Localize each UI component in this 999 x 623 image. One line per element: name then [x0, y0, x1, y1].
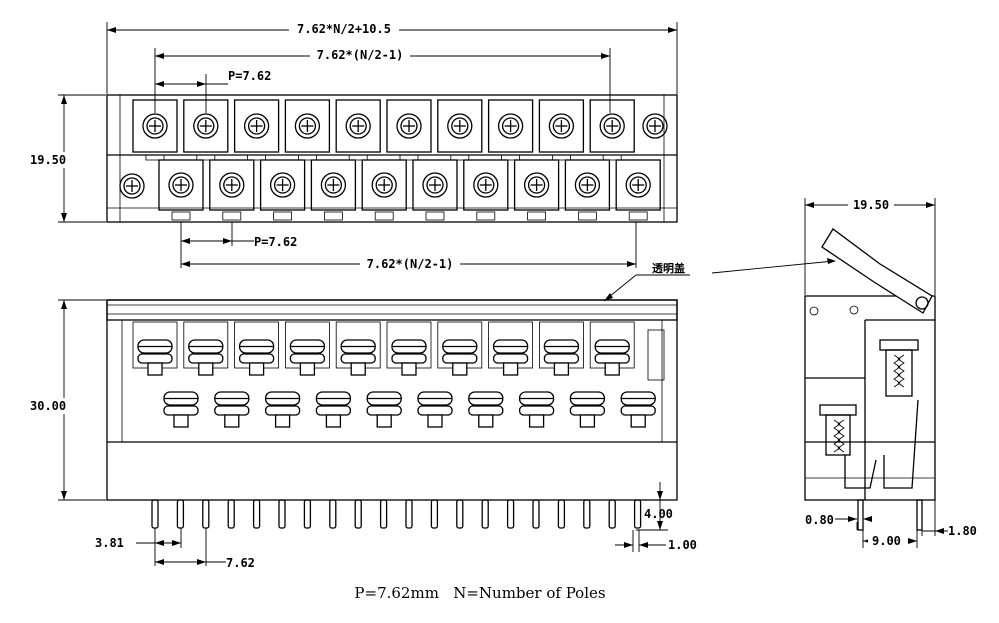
dim-pin-length: 4.00 — [644, 507, 673, 521]
terminal-bottom-4 — [310, 159, 357, 221]
front-screw-top-7 — [437, 321, 483, 376]
front-screw-bottom-1 — [163, 391, 199, 428]
dim-pin-width: 1.00 — [668, 538, 697, 552]
front-screw-top-8 — [488, 321, 534, 376]
pin-17 — [557, 499, 566, 529]
front-screw-top-3 — [234, 321, 280, 376]
pin-13 — [456, 499, 464, 529]
dim-side-width: 19.50 — [853, 198, 889, 212]
front-view: 透明盖 30.00 3.81 7.62 4.00 — [28, 258, 836, 570]
pin-5 — [252, 499, 261, 529]
front-top-screws — [132, 321, 635, 376]
front-screw-top-4 — [284, 321, 330, 376]
mount-screw-right — [642, 113, 668, 139]
front-screw-top-10 — [589, 321, 635, 376]
terminal-top-8 — [487, 99, 534, 161]
front-screw-bottom-3 — [264, 391, 301, 428]
caption-text: P=7.62mm N=Number of Poles — [354, 584, 605, 602]
dim-side-pin-offset: 1.80 — [948, 524, 977, 538]
front-bottom-screws — [163, 391, 656, 428]
pin-11 — [405, 499, 413, 529]
front-screw-bottom-4 — [315, 391, 352, 428]
terminal-bottom-3 — [259, 159, 306, 221]
pin-19 — [608, 499, 616, 529]
terminal-bottom-2 — [209, 159, 255, 221]
front-screw-top-9 — [539, 321, 584, 376]
pin-10 — [379, 499, 388, 529]
terminal-bottom-9 — [564, 159, 611, 221]
front-screw-bottom-6 — [417, 391, 453, 428]
terminal-top-9 — [538, 99, 585, 161]
dim-pin-offset: 3.81 — [95, 536, 124, 550]
front-pins — [151, 499, 642, 529]
side-view-body — [804, 295, 936, 501]
front-screw-bottom-9 — [569, 391, 606, 428]
pin-7 — [303, 499, 312, 529]
dim-pitch-top: P=7.62 — [228, 69, 271, 83]
pin-14 — [481, 499, 489, 529]
mount-screw-left — [119, 173, 145, 199]
top-row-terminals — [132, 99, 635, 161]
pin-4 — [227, 499, 235, 529]
front-screw-top-6 — [386, 321, 432, 376]
pin-12 — [430, 499, 439, 529]
dim-side-pin-spacing: 9.00 — [872, 534, 901, 548]
side-view: 19.50 0.80 9.00 1.80 — [804, 197, 977, 549]
pin-6 — [278, 499, 286, 529]
callout-label: 透明盖 — [652, 261, 685, 275]
front-screw-top-5 — [335, 321, 381, 376]
top-view-body — [106, 94, 678, 223]
front-screw-bottom-2 — [214, 391, 250, 428]
pin-2 — [176, 499, 185, 529]
terminal-bottom-10 — [615, 159, 661, 221]
terminal-bottom-1 — [158, 159, 204, 221]
front-screw-top-1 — [132, 321, 178, 376]
front-screw-bottom-10 — [620, 391, 656, 428]
front-screw-bottom-5 — [366, 391, 402, 428]
terminal-bottom-8 — [513, 159, 560, 221]
front-screw-bottom-7 — [468, 391, 504, 428]
dim-pin-pitch: 7.62 — [226, 556, 255, 570]
dim-overall-width: 7.62*N/2+10.5 — [297, 22, 391, 36]
terminal-top-6 — [386, 99, 432, 161]
dim-top-view-height: 19.50 — [30, 153, 66, 167]
bottom-row-terminals — [158, 159, 661, 221]
terminal-top-3 — [233, 99, 280, 161]
dim-bottom-row-span: 7.62*(N/2-1) — [367, 257, 454, 271]
front-screw-top-2 — [183, 321, 229, 376]
pin-1 — [151, 499, 159, 529]
terminal-top-5 — [335, 99, 381, 161]
pin-18 — [583, 499, 591, 529]
dim-side-pin-thickness: 0.80 — [805, 513, 834, 527]
terminal-bottom-7 — [463, 159, 509, 221]
pin-8 — [329, 499, 337, 529]
pin-16 — [532, 499, 540, 529]
pin-9 — [354, 499, 362, 529]
transparent-cover — [821, 228, 933, 314]
dim-top-row-span: 7.62*(N/2-1) — [317, 48, 404, 62]
terminal-bottom-6 — [412, 159, 458, 221]
top-view: 7.62*N/2+10.5 7.62*(N/2-1) P=7.62 19.50 … — [28, 21, 678, 272]
front-screw-bottom-8 — [518, 391, 555, 428]
dim-front-height: 30.00 — [30, 399, 66, 413]
terminal-top-10 — [589, 99, 635, 161]
pin-20 — [633, 499, 642, 529]
pin-15 — [506, 499, 515, 529]
terminal-top-4 — [284, 99, 331, 161]
pin-3 — [202, 499, 210, 529]
terminal-bottom-5 — [361, 159, 407, 221]
dim-pitch-bottom: P=7.62 — [254, 235, 297, 249]
terminal-top-7 — [437, 99, 483, 161]
